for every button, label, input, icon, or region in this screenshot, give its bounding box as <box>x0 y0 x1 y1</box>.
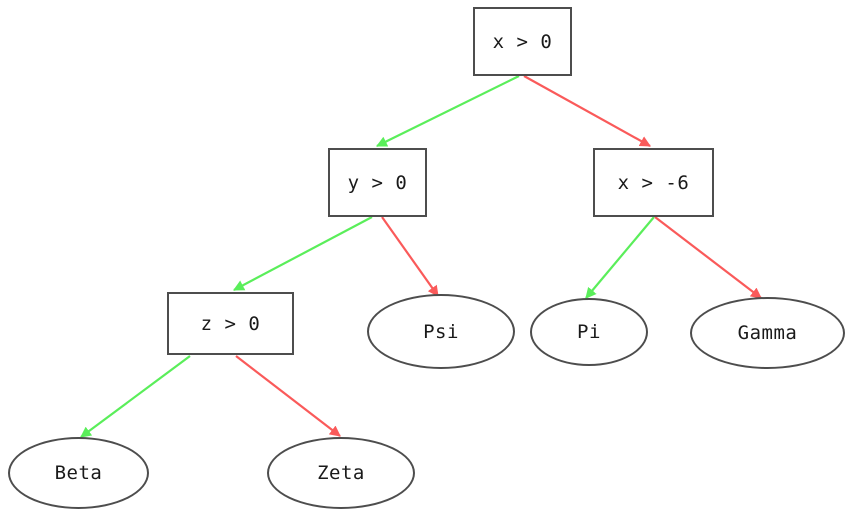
node-y_gt_0[interactable]: y > 0 <box>328 148 427 217</box>
edge-z-to-beta <box>80 355 191 438</box>
node-root[interactable]: x > 0 <box>473 7 572 76</box>
node-label-z_gt_0: z > 0 <box>200 312 261 335</box>
node-z_gt_0[interactable]: z > 0 <box>167 292 294 355</box>
edge-root-to-y <box>376 75 520 147</box>
node-psi[interactable]: Psi <box>367 294 515 369</box>
node-label-x_gt_neg6: x > -6 <box>617 171 690 194</box>
node-label-beta: Beta <box>54 462 103 484</box>
edge-x6-to-gamma <box>654 216 762 299</box>
node-label-psi: Psi <box>423 320 459 343</box>
node-label-zeta: Zeta <box>317 462 365 484</box>
node-label-gamma: Gamma <box>737 322 798 344</box>
node-beta[interactable]: Beta <box>8 437 149 509</box>
node-x_gt_neg6[interactable]: x > -6 <box>593 148 714 217</box>
edge-y-to-z <box>233 216 373 291</box>
node-label-pi: Pi <box>577 321 601 343</box>
node-pi[interactable]: Pi <box>530 298 648 366</box>
edge-z-to-zeta <box>235 355 341 437</box>
edge-x6-to-pi <box>585 216 655 299</box>
node-label-y_gt_0: y > 0 <box>347 171 408 194</box>
node-gamma[interactable]: Gamma <box>690 297 845 369</box>
node-zeta[interactable]: Zeta <box>267 437 415 509</box>
node-label-root: x > 0 <box>492 30 553 53</box>
edge-root-to-x6 <box>523 75 651 147</box>
edge-y-to-psi <box>381 216 439 297</box>
